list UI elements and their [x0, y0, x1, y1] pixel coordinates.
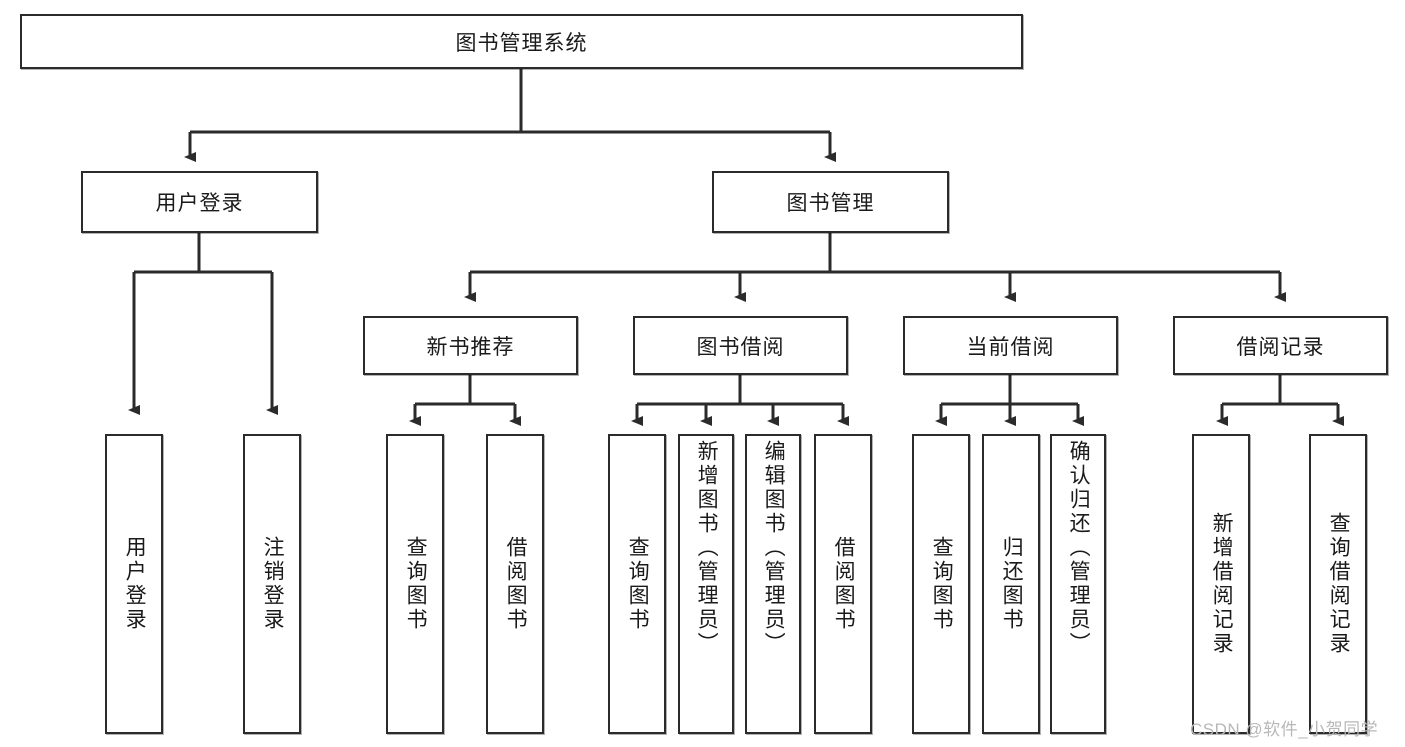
- node-label: 编辑图书（管理员）: [762, 440, 786, 656]
- leaf-logout[interactable]: 注销登录: [243, 434, 301, 734]
- leaf-query-book-recommend[interactable]: 查询图书: [386, 434, 444, 734]
- node-user-login[interactable]: 用户登录: [81, 171, 318, 233]
- node-book-borrow[interactable]: 图书借阅: [633, 316, 848, 375]
- leaf-edit-book-admin[interactable]: 编辑图书（管理员）: [745, 434, 801, 734]
- node-label: 图书管理系统: [455, 31, 588, 55]
- node-borrow-record[interactable]: 借阅记录: [1173, 316, 1388, 375]
- node-label: 确认归还（管理员）: [1067, 440, 1091, 656]
- node-label: 当前借阅: [966, 335, 1055, 359]
- node-label: 图书借阅: [696, 335, 785, 359]
- leaf-return-book[interactable]: 归还图书: [982, 434, 1040, 734]
- node-label: 归还图书: [1000, 536, 1024, 632]
- leaf-query-book-borrow[interactable]: 查询图书: [608, 434, 666, 734]
- node-label: 图书管理: [786, 192, 875, 215]
- node-label: 查询图书: [930, 536, 954, 632]
- node-label: 借阅图书: [504, 536, 528, 632]
- node-current-borrow[interactable]: 当前借阅: [903, 316, 1118, 375]
- node-label: 新书推荐: [426, 335, 515, 359]
- node-label: 用户登录: [155, 192, 244, 215]
- leaf-borrow-book-recommend[interactable]: 借阅图书: [486, 434, 544, 734]
- node-root-book-management-system[interactable]: 图书管理系统: [20, 14, 1023, 69]
- node-label: 注销登录: [261, 536, 285, 632]
- leaf-add-book-admin[interactable]: 新增图书（管理员）: [678, 434, 734, 734]
- leaf-borrow-book[interactable]: 借阅图书: [814, 434, 872, 734]
- leaf-query-borrow-record[interactable]: 查询借阅记录: [1309, 434, 1367, 734]
- node-new-book-recommend[interactable]: 新书推荐: [363, 316, 578, 375]
- node-label: 新增借阅记录: [1210, 512, 1234, 656]
- leaf-confirm-return-admin[interactable]: 确认归还（管理员）: [1050, 434, 1106, 734]
- leaf-add-borrow-record[interactable]: 新增借阅记录: [1192, 434, 1250, 734]
- node-label: 新增图书（管理员）: [695, 440, 719, 656]
- leaf-query-book-current[interactable]: 查询图书: [912, 434, 970, 734]
- node-label: 查询借阅记录: [1327, 512, 1351, 656]
- node-label: 查询图书: [626, 536, 650, 632]
- node-label: 查询图书: [404, 536, 428, 632]
- node-label: 借阅图书: [832, 536, 856, 632]
- node-label: 借阅记录: [1236, 335, 1325, 359]
- node-label: 用户登录: [123, 536, 147, 632]
- leaf-user-login[interactable]: 用户登录: [105, 434, 163, 734]
- node-book-management[interactable]: 图书管理: [712, 171, 949, 233]
